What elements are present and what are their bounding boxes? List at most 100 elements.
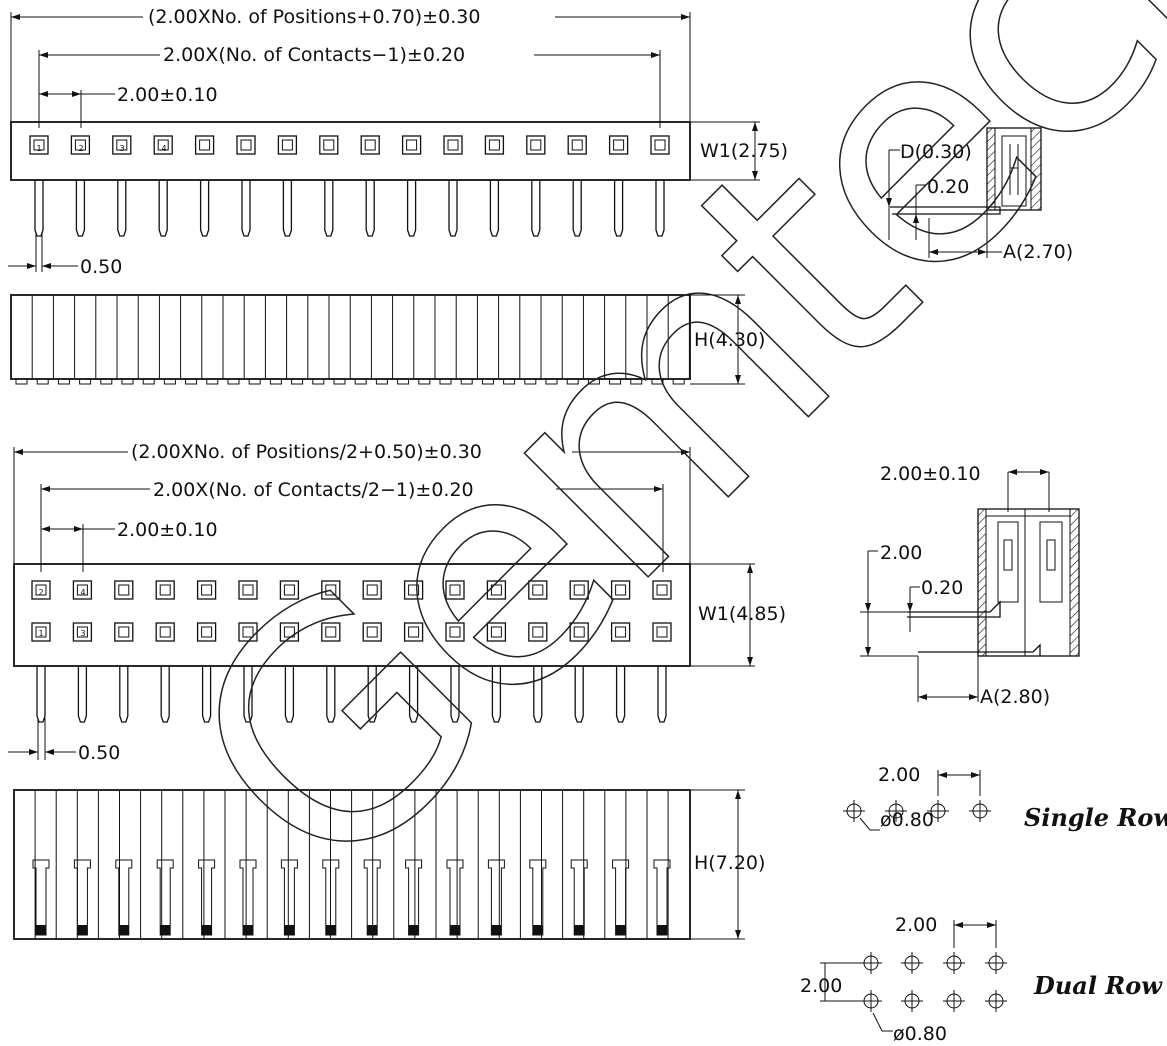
contact-foot: [312, 378, 325, 385]
contact-slot: [528, 622, 548, 642]
contact-foot: [651, 378, 664, 385]
contact-tip: [118, 925, 129, 935]
pcb-layout-single-row: 2.00 ø0.80 Single Row: [843, 764, 1167, 832]
contact-pin: [36, 666, 46, 723]
contact-terminal: [239, 859, 257, 936]
contact-foot: [545, 378, 558, 385]
pcb-dual-title: Dual Row: [1033, 971, 1163, 1000]
contact-slot: [277, 135, 298, 155]
contact-slot: [360, 135, 380, 155]
contact-slot: [72, 622, 93, 642]
contact-terminal: [487, 859, 505, 936]
pin-number-4: 4: [161, 144, 166, 153]
contact-slot: [445, 580, 465, 600]
contact-slot: [155, 622, 175, 642]
contact-pin: [243, 666, 253, 723]
contact-terminal: [198, 859, 216, 936]
contact-tip: [450, 925, 460, 935]
contact-slot: [114, 622, 134, 642]
pcb-layout-dual-row: 2.00 2.00 ø0.80 Dual Row: [800, 914, 1163, 1045]
dual-row-dimensions: (2.00XNo. of Positions/2+0.50)±0.30 2.00…: [8, 441, 786, 764]
contact-pin: [199, 180, 210, 237]
contact-tip: [325, 925, 336, 935]
contact-foot: [100, 378, 113, 385]
contact-foot: [439, 378, 452, 385]
contact-slot: [321, 580, 341, 600]
pin-number-3: 3: [119, 144, 124, 153]
contact-pin: [158, 180, 168, 237]
pcb-hole-icon: [969, 800, 991, 822]
dual-total-length-label: (2.00XNo. of Positions/2+0.50)±0.30: [131, 441, 482, 463]
contact-slot: [403, 580, 424, 600]
contact-foot: [248, 378, 261, 385]
contact-foot: [630, 378, 643, 385]
contact-pin: [241, 180, 251, 237]
pcb-hole-icon: [860, 990, 882, 1012]
contact-slot: [608, 135, 629, 155]
contact-foot: [142, 378, 155, 385]
pcb-hole-icon: [901, 952, 923, 974]
dual-pitch-label: 2.00±0.10: [117, 519, 218, 541]
contact-foot: [609, 378, 622, 385]
contact-pin: [160, 666, 170, 723]
contact-pin: [365, 180, 375, 237]
contact-slot: [443, 135, 463, 155]
single-contacts-span-label: 2.00X(No. of Contacts−1)±0.20: [163, 44, 465, 66]
contact-foot: [375, 378, 388, 385]
contact-foot: [269, 378, 282, 385]
contact-slot: [319, 135, 339, 155]
single-row-pins: [34, 180, 665, 237]
contact-foot: [524, 378, 537, 385]
contact-foot: [503, 378, 516, 385]
contact-foot: [460, 378, 473, 385]
single-height-label: H(4.30): [694, 329, 765, 351]
contact-pin: [34, 180, 44, 237]
contact-foot: [566, 378, 579, 385]
contact-pin: [574, 666, 584, 723]
contact-tip: [657, 925, 667, 935]
pcb-dual-hole-label: ø0.80: [893, 1023, 947, 1045]
pcb-hole-icon: [843, 800, 865, 822]
contact-slot: [236, 135, 256, 155]
contact-pin: [657, 666, 667, 723]
side2-pitch-label: 2.00±0.10: [880, 463, 981, 485]
contact-foot: [36, 378, 49, 385]
contact-foot: [163, 378, 176, 385]
contact-slot: [196, 580, 217, 600]
contact-tip: [201, 925, 212, 935]
contact-pin: [406, 180, 417, 237]
contact-foot: [121, 378, 134, 385]
side2-row-pitch-label: 2.00: [880, 542, 922, 564]
single-pin-width-label: 0.50: [80, 256, 122, 278]
single-row-top-view: 1 2 3 4: [10, 121, 691, 237]
pin-number-2: 2: [78, 144, 83, 153]
contact-pin: [572, 180, 582, 237]
contact-slot: [569, 580, 589, 600]
pin-number-2: 2: [38, 588, 43, 597]
contact-foot: [206, 378, 219, 385]
pcb-hole-icon: [927, 800, 949, 822]
contact-slot: [652, 580, 672, 600]
contact-terminal: [156, 859, 174, 936]
contact-pin: [117, 180, 127, 237]
contact-foot: [15, 378, 28, 385]
contact-slot: [526, 135, 546, 155]
pcb-single-hole-label: ø0.80: [880, 809, 934, 831]
contact-foot: [333, 378, 346, 385]
contact-slot: [114, 580, 134, 600]
contact-pin: [531, 180, 541, 237]
contact-tip: [284, 925, 295, 935]
pcb-hole-icon: [901, 990, 923, 1012]
contact-foot: [227, 378, 240, 385]
pin-number-1: 1: [36, 144, 41, 153]
contact-terminal: [570, 859, 588, 936]
contact-slot: [155, 580, 175, 600]
contact-foot: [291, 378, 304, 385]
pin-number-4: 4: [80, 588, 85, 597]
contact-pin: [491, 666, 502, 723]
dual-row-side-view: H(7.20): [13, 789, 765, 940]
pcb-hole-icon: [943, 990, 965, 1012]
side1-d-label: D(0.30): [900, 141, 972, 163]
single-w1-label: W1(2.75): [700, 140, 788, 162]
contact-slot: [72, 580, 93, 600]
